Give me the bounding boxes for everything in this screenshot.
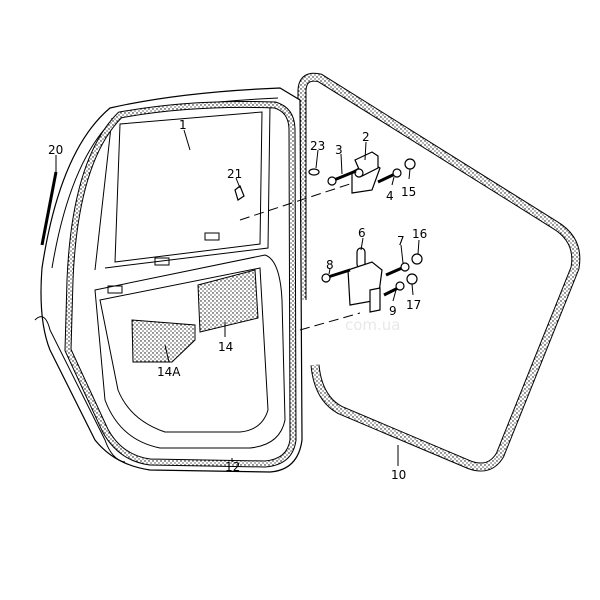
label-17: 17 [406, 298, 421, 312]
bolt-9 [383, 281, 405, 297]
insulation-14a [131, 319, 196, 363]
label-7: 7 [397, 234, 405, 248]
label-1: 1 [179, 118, 187, 132]
nut-17 [406, 273, 418, 285]
bolt-7 [385, 262, 410, 277]
door-seal-10 [297, 72, 581, 472]
label-12: 12 [225, 460, 240, 474]
bolt-3 [327, 169, 357, 186]
label-20: 20 [48, 143, 63, 157]
label-9: 9 [389, 304, 397, 318]
upper-hinge-2 [351, 151, 381, 194]
lower-hinge-6 [347, 247, 383, 313]
label-14a: 14A [157, 365, 181, 379]
watermark-sub: com.ua [345, 316, 401, 334]
label-15: 15 [401, 185, 416, 199]
leader-lines [55, 129, 420, 466]
label-6: 6 [358, 226, 366, 240]
insulation-14 [197, 269, 259, 333]
label-3: 3 [335, 143, 343, 157]
nut-16 [411, 253, 423, 265]
door-seal-12 [64, 100, 297, 468]
door-shell-1 [34, 87, 303, 473]
bolt-4 [377, 168, 402, 184]
cap-23 [308, 168, 320, 176]
nut-15 [404, 158, 416, 170]
label-21: 21 [227, 167, 242, 181]
label-14: 14 [218, 340, 233, 354]
label-4: 4 [386, 189, 394, 203]
label-10: 10 [391, 468, 406, 482]
label-16: 16 [412, 227, 427, 241]
bolt-8 [321, 268, 351, 283]
clip-21 [234, 185, 245, 201]
trim-strip-20 [40, 171, 58, 246]
label-23: 23 [310, 139, 325, 153]
label-2: 2 [362, 130, 370, 144]
label-8: 8 [326, 258, 334, 272]
